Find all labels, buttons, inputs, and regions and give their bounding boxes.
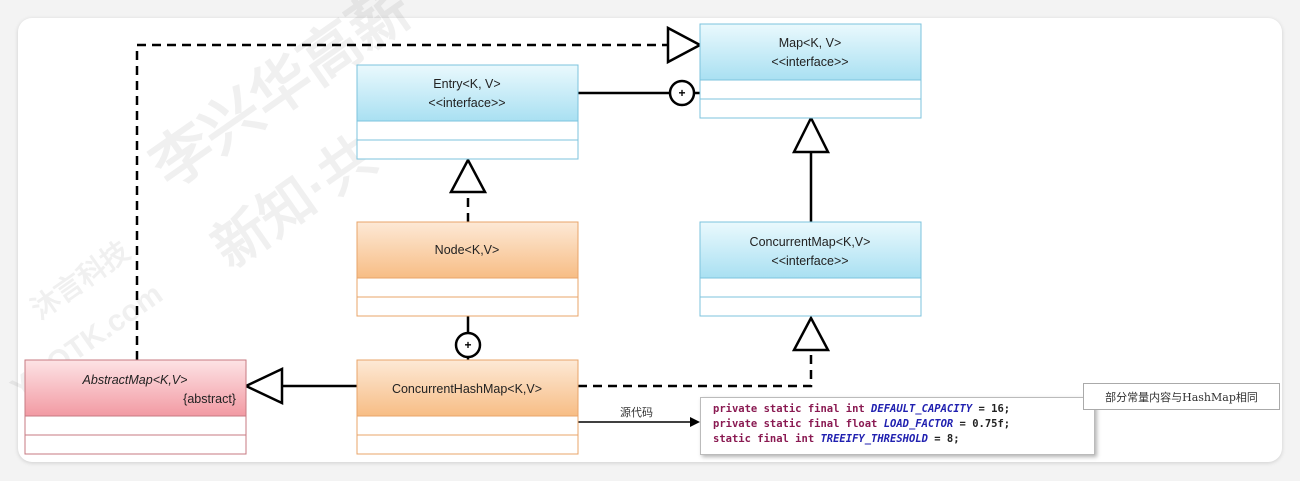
- triangle-icon: [666, 25, 703, 65]
- svg-text:<<interface>>: <<interface>>: [771, 254, 848, 268]
- svg-text:ConcurrentMap<K,V>: ConcurrentMap<K,V>: [750, 235, 871, 249]
- triangle-icon: [791, 115, 831, 154]
- class-entry: Entry<K, V> <<interface>>: [356, 64, 579, 160]
- triangle-icon: [448, 157, 488, 194]
- svg-text:<<interface>>: <<interface>>: [428, 96, 505, 110]
- nesting-circle-icon: [668, 79, 696, 107]
- code-line: private static final int DEFAULT_CAPACIT…: [713, 403, 1011, 415]
- svg-text:+: +: [464, 338, 471, 352]
- svg-text:Entry<K, V>: Entry<K, V>: [433, 77, 500, 91]
- class-abstract-map: AbstractMap<K,V> {abstract}: [24, 359, 247, 455]
- triangle-icon: [791, 315, 831, 352]
- class-concurrent-map: ConcurrentMap<K,V> <<interface>>: [699, 221, 922, 317]
- svg-text:+: +: [678, 86, 685, 100]
- svg-text:AbstractMap<K,V>: AbstractMap<K,V>: [82, 373, 188, 387]
- triangle-icon: [243, 367, 284, 405]
- svg-text:<<interface>>: <<interface>>: [771, 55, 848, 69]
- source-label: 源代码: [620, 406, 653, 419]
- code-line: private static final float LOAD_FACTOR =…: [713, 418, 1011, 430]
- code-snippet: private static final int DEFAULT_CAPACIT…: [700, 397, 1095, 455]
- code-line: static final int TREEIFY_THRESHOLD = 8;: [713, 433, 960, 445]
- realization-chm-concurrentmap: [578, 350, 813, 388]
- class-concurrent-hash-map: ConcurrentHashMap<K,V>: [356, 359, 579, 455]
- realization-abstractmap-map: [135, 43, 668, 360]
- arrowheads: [243, 25, 831, 405]
- watermark: 李兴华高薪 新知·共享 沐言科技 YOOTK.com: [5, 0, 432, 406]
- svg-text:Node<K,V>: Node<K,V>: [435, 243, 500, 257]
- svg-text:ConcurrentHashMap<K,V>: ConcurrentHashMap<K,V>: [392, 382, 542, 396]
- class-node: Node<K,V>: [356, 221, 579, 317]
- svg-text:Map<K, V>: Map<K, V>: [779, 36, 842, 50]
- svg-text:{abstract}: {abstract}: [183, 392, 236, 406]
- class-map: Map<K, V> <<interface>>: [699, 23, 922, 119]
- nesting-circle-icon: [454, 331, 482, 359]
- callout-note: 部分常量内容与HashMap相同: [1083, 383, 1280, 410]
